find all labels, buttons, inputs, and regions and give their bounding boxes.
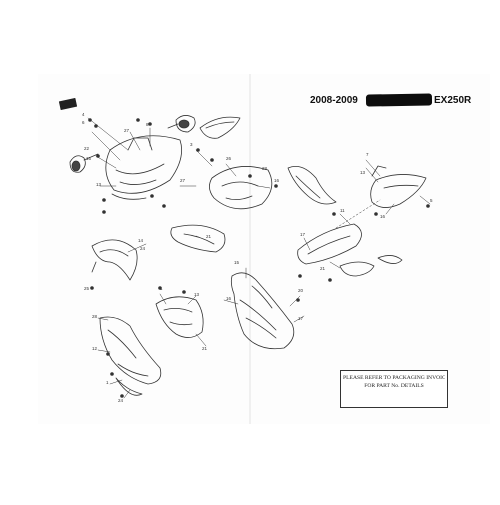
svg-text:21: 21: [206, 234, 212, 239]
leader-lines: [87, 117, 431, 399]
svg-text:1: 1: [106, 380, 109, 385]
svg-text:7: 7: [366, 152, 369, 157]
svg-text:16: 16: [226, 296, 232, 301]
svg-text:16: 16: [274, 178, 280, 183]
svg-text:13: 13: [360, 170, 366, 175]
front-fender: [91, 239, 138, 281]
inner-lower-panel: [155, 296, 204, 338]
assembly-guide-line: [335, 199, 381, 229]
svg-text:12: 12: [92, 346, 98, 351]
svg-text:24: 24: [118, 398, 124, 403]
lower-side-fairing-left: [99, 316, 162, 396]
svg-text:13: 13: [194, 292, 200, 297]
svg-text:17: 17: [298, 316, 304, 321]
rear-cowl-left: [287, 165, 337, 205]
lower-side-fairing-right: [230, 272, 295, 350]
upper-cowl: [105, 135, 183, 200]
svg-text:5: 5: [430, 198, 433, 203]
svg-text:13: 13: [96, 182, 102, 187]
windscreen: [199, 116, 241, 139]
diagram-header: 2008-2009 EX250R: [310, 93, 482, 110]
svg-text:3: 3: [190, 142, 193, 147]
svg-text:16: 16: [380, 214, 386, 219]
svg-text:6: 6: [82, 120, 85, 125]
paper-sheet: [38, 74, 490, 424]
svg-text:21: 21: [320, 266, 326, 271]
notice-line-2: FOR PART No. DETAILS: [364, 383, 424, 389]
svg-text:15: 15: [86, 156, 92, 161]
right-mirror: [167, 115, 196, 133]
under-tray: [297, 223, 403, 277]
svg-text:20: 20: [298, 288, 304, 293]
svg-text:15: 15: [234, 260, 240, 265]
svg-text:11: 11: [340, 208, 345, 213]
invoice-notice-box: PLEASE REFER TO PACKAGING INVOICE FOR PA…: [340, 370, 448, 408]
svg-text:21: 21: [202, 346, 208, 351]
redaction-bar: [365, 93, 433, 107]
meter-cover: [209, 166, 273, 210]
year-range-label: 2008-2009: [310, 95, 358, 106]
notice-line-1: PLEASE REFER TO PACKAGING INVOICE: [343, 375, 445, 381]
svg-text:22: 22: [84, 146, 90, 151]
svg-text:1: 1: [160, 286, 163, 291]
svg-text:25: 25: [84, 286, 90, 291]
svg-text:8: 8: [146, 122, 149, 127]
svg-text:28: 28: [92, 314, 98, 319]
tail-cowl: [370, 165, 427, 208]
svg-text:4: 4: [82, 112, 85, 117]
brand-logo: [58, 98, 78, 110]
svg-text:14: 14: [138, 238, 144, 243]
svg-text:28: 28: [262, 166, 268, 171]
svg-text:27: 27: [180, 178, 186, 183]
svg-text:26: 26: [226, 156, 232, 161]
svg-text:24: 24: [140, 246, 146, 251]
svg-text:17: 17: [300, 232, 306, 237]
model-name-label: EX250R: [434, 95, 472, 106]
svg-text:27: 27: [124, 128, 130, 133]
fastener-bolts: [88, 118, 430, 398]
left-mirror: [69, 153, 99, 173]
